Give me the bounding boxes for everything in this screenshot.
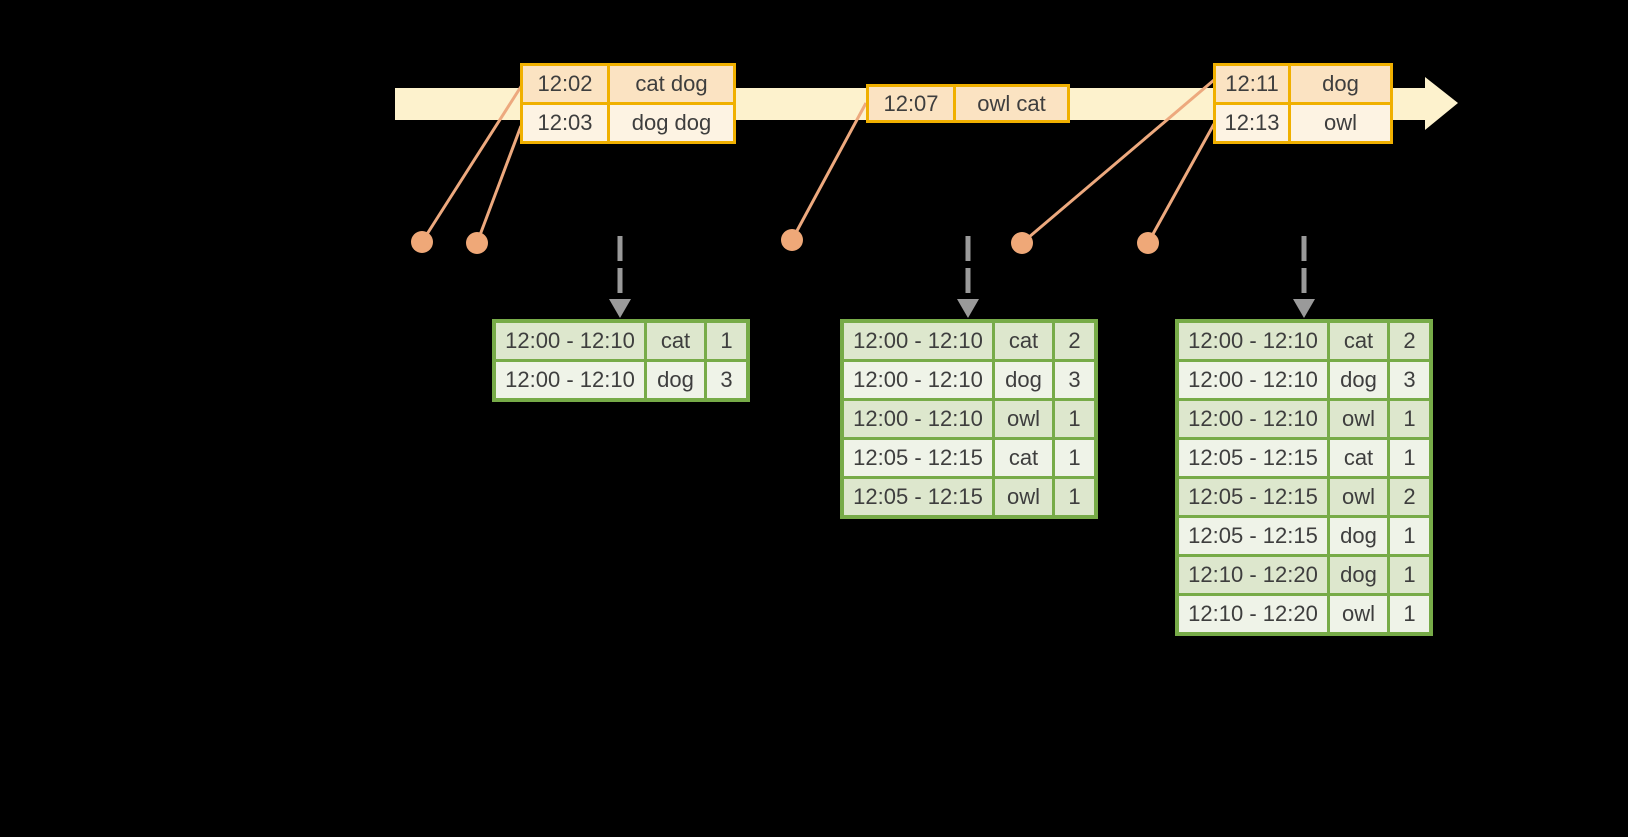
table-cell: 12:11 — [1216, 66, 1288, 102]
table-cell: 1 — [1055, 401, 1094, 437]
table-cell: cat — [647, 323, 704, 359]
table-cell: dog — [1330, 362, 1387, 398]
table-cell: 2 — [1055, 323, 1094, 359]
table-cell: 12:05 - 12:15 — [1179, 440, 1327, 476]
event-dot — [466, 232, 488, 254]
table-cell: 12:07 — [869, 87, 953, 120]
table-cell: dog — [1330, 557, 1387, 593]
trigger-arrow-icon — [1293, 236, 1315, 318]
table-cell: 12:05 - 12:15 — [1179, 518, 1327, 554]
table-cell: dog — [1330, 518, 1387, 554]
table-cell: 3 — [1390, 362, 1429, 398]
leader-line — [420, 84, 524, 243]
table-cell: dog — [1291, 66, 1390, 102]
leader-line — [1146, 123, 1216, 244]
timeline-arrowhead-icon — [1425, 77, 1458, 130]
table-cell: 12:00 - 12:10 — [1179, 323, 1327, 359]
table-cell: 12:05 - 12:15 — [844, 479, 992, 515]
table-cell: 1 — [707, 323, 746, 359]
table-cell: 12:10 - 12:20 — [1179, 596, 1327, 632]
table-cell: owl — [1330, 401, 1387, 437]
event-dot — [1137, 232, 1159, 254]
table-cell: 12:00 - 12:10 — [1179, 401, 1327, 437]
table-cell: 2 — [1390, 323, 1429, 359]
table-cell: owl — [1330, 479, 1387, 515]
table-cell: owl — [1330, 596, 1387, 632]
table-cell: 12:05 - 12:15 — [844, 440, 992, 476]
table-cell: 2 — [1390, 479, 1429, 515]
leader-line — [1021, 78, 1215, 245]
table-cell: 12:00 - 12:10 — [496, 362, 644, 398]
table-cell: 12:13 — [1216, 105, 1288, 141]
table-cell: 12:03 — [523, 105, 607, 141]
table-cell: cat — [1330, 440, 1387, 476]
table-cell: 1 — [1055, 440, 1094, 476]
table-cell: 1 — [1390, 557, 1429, 593]
table-cell: owl — [995, 479, 1052, 515]
table-cell: 12:00 - 12:10 — [844, 401, 992, 437]
table-cell: 12:05 - 12:15 — [1179, 479, 1327, 515]
table-cell: 12:00 - 12:10 — [496, 323, 644, 359]
leader-line — [475, 125, 523, 244]
table-cell: dog — [647, 362, 704, 398]
table-cell: dog dog — [610, 105, 733, 141]
table-cell: owl cat — [956, 87, 1067, 120]
trigger-arrow-icon — [609, 236, 631, 318]
table-cell: owl — [995, 401, 1052, 437]
table-cell: cat — [1330, 323, 1387, 359]
table-cell: 3 — [1055, 362, 1094, 398]
table-cell: 12:00 - 12:10 — [844, 323, 992, 359]
table-cell: 3 — [707, 362, 746, 398]
table-cell: 12:10 - 12:20 — [1179, 557, 1327, 593]
table-cell: dog — [995, 362, 1052, 398]
table-cell: 1 — [1390, 440, 1429, 476]
table-cell: cat — [995, 440, 1052, 476]
table-cell: cat dog — [610, 66, 733, 102]
table-cell: 12:00 - 12:10 — [844, 362, 992, 398]
table-cell: owl — [1291, 105, 1390, 141]
table-cell: 12:00 - 12:10 — [1179, 362, 1327, 398]
table-cell: cat — [995, 323, 1052, 359]
event-dot — [781, 229, 803, 251]
trigger-arrow-icon — [957, 236, 979, 318]
table-cell: 1 — [1390, 518, 1429, 554]
event-dot — [1011, 232, 1033, 254]
table-cell: 1 — [1390, 401, 1429, 437]
table-cell: 1 — [1390, 596, 1429, 632]
event-dot — [411, 231, 433, 253]
table-cell: 1 — [1055, 479, 1094, 515]
table-cell: 12:02 — [523, 66, 607, 102]
leader-line — [790, 102, 868, 241]
